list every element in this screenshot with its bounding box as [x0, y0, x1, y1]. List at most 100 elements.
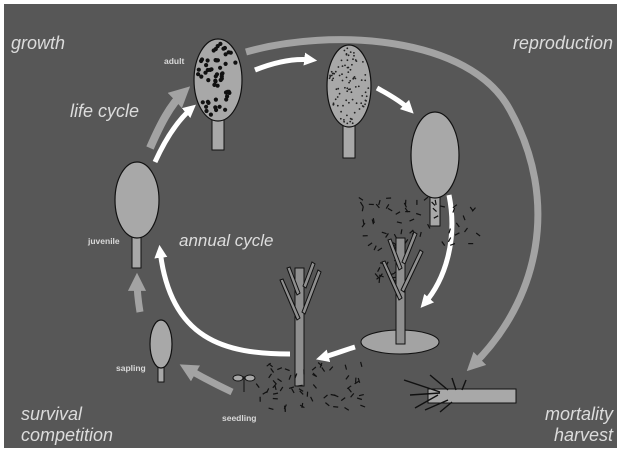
adult-crown-dot: [213, 79, 217, 83]
adult-crown-dot: [223, 108, 227, 112]
adult-crown-dot: [214, 108, 218, 112]
seed-crown-dot: [339, 93, 341, 95]
seed-crown-dot: [364, 74, 366, 76]
adult-crown-dot: [212, 83, 216, 87]
adult-crown-dot: [200, 57, 204, 61]
adult-crown-dot: [218, 66, 222, 70]
sapling-to-juvenile-arrow: [137, 280, 140, 312]
seed-crown-dot: [339, 75, 341, 77]
seed-crown-dot: [346, 90, 348, 92]
seed-crown-dot: [331, 71, 333, 73]
adult-crown-dot: [206, 58, 210, 62]
growth-label: growth: [11, 33, 65, 54]
seed-crown-dot: [331, 79, 333, 81]
adult-crown-dot: [215, 72, 219, 76]
seed-crown-dot: [336, 88, 338, 90]
seed-crown-dot: [361, 95, 363, 97]
mortality-harvest-label: mortality harvest: [545, 404, 613, 446]
seed-crown-dot: [360, 102, 362, 104]
seed-crown-dot: [350, 69, 352, 71]
adult-crown-dot: [204, 109, 208, 113]
seed-crown-dot: [340, 111, 342, 113]
seed-crown-dot: [341, 73, 343, 75]
adult-crown-dot: [206, 100, 210, 104]
adult-crown-dot: [233, 61, 237, 65]
adult-crown-dot: [218, 105, 222, 109]
seed-crown-dot: [353, 52, 355, 54]
seed-crown-dot: [342, 65, 344, 67]
seed-crown-dot: [344, 65, 346, 67]
seed-crown-dot: [352, 99, 354, 101]
seed-crown-dot: [346, 47, 348, 49]
seed-crown-dot: [364, 80, 366, 82]
life-cycle-label: life cycle: [70, 101, 139, 122]
seed-crown-dot: [343, 121, 345, 123]
seed-crown-dot: [340, 118, 342, 120]
seed-crown-dot: [365, 100, 367, 102]
seedling-label: seedling: [222, 413, 256, 423]
seed-crown-dot: [353, 55, 355, 57]
adult-crown-dot: [212, 48, 216, 52]
seed-crown-dot: [342, 80, 344, 82]
annual-cycle-label: annual cycle: [179, 231, 274, 251]
adult-crown-dot: [224, 62, 228, 66]
seed-crown-dot: [356, 102, 358, 104]
background: [4, 4, 617, 448]
seed-crown-dot: [354, 76, 356, 78]
seed-crown-dot: [367, 87, 369, 89]
seed-crown-dot: [341, 60, 343, 62]
reproduction-label: reproduction: [513, 33, 613, 54]
seed-crown-dot: [344, 50, 346, 52]
adult-crown-dot: [196, 72, 200, 76]
adult-crown-dot: [229, 51, 233, 55]
seed-mark: [379, 278, 380, 283]
adult-crown-dot: [197, 68, 201, 72]
adult-crown-dot: [206, 68, 210, 72]
adult-crown-dot: [215, 58, 219, 62]
adult-crown-dot: [221, 47, 225, 51]
seed-crown-dot: [346, 77, 348, 79]
seed-crown-dot: [346, 87, 348, 89]
seed-crown-dot: [349, 80, 351, 82]
seed-crown-dot: [352, 122, 354, 124]
adult-label: adult: [164, 56, 184, 66]
adult-crown-dot: [204, 63, 208, 67]
seed-crown-dot: [361, 79, 363, 81]
competition-label: competition: [21, 425, 113, 446]
seed-crown-dot: [343, 119, 345, 121]
seed-crown-dot: [335, 98, 337, 100]
seed-crown-dot: [346, 54, 348, 56]
adult-crown-dot: [216, 44, 220, 48]
survival-competition-label: survival competition: [21, 404, 113, 446]
seed-crown-dot: [348, 82, 350, 84]
mortality-label: mortality: [545, 404, 613, 425]
adult-crown-dot: [209, 113, 213, 117]
seed-crown-dot: [364, 103, 366, 105]
seed-crown-dot: [332, 78, 334, 80]
seed-crown-dot: [335, 71, 337, 73]
seed-crown-dot: [365, 91, 367, 93]
adult-crown-dot: [214, 98, 218, 102]
seed-crown-dot: [355, 78, 357, 80]
seed-crown-dot: [347, 71, 349, 73]
seed-crown-dot: [356, 60, 358, 62]
seed-crown-dot: [351, 64, 353, 66]
seed-crown-dot: [333, 102, 335, 104]
adult-crown-dot: [204, 105, 208, 109]
sapling-label: sapling: [116, 363, 146, 373]
seed-crown-dot: [342, 105, 344, 107]
seed-crown-dot: [366, 95, 368, 97]
adult-crown-dot: [220, 77, 224, 81]
seed-crown-dot: [348, 102, 350, 104]
seed-crown-dot: [347, 59, 349, 61]
harvest-label: harvest: [545, 425, 613, 446]
seed-crown-dot: [329, 75, 331, 77]
seed-crown-dot: [329, 77, 331, 79]
seed-crown-dot: [345, 99, 347, 101]
seed-crown-dot: [337, 88, 339, 90]
seed-crown-dot: [362, 61, 364, 63]
seed-crown-dot: [355, 86, 357, 88]
seed-crown-dot: [331, 75, 333, 77]
seed-crown-dot: [349, 121, 351, 123]
